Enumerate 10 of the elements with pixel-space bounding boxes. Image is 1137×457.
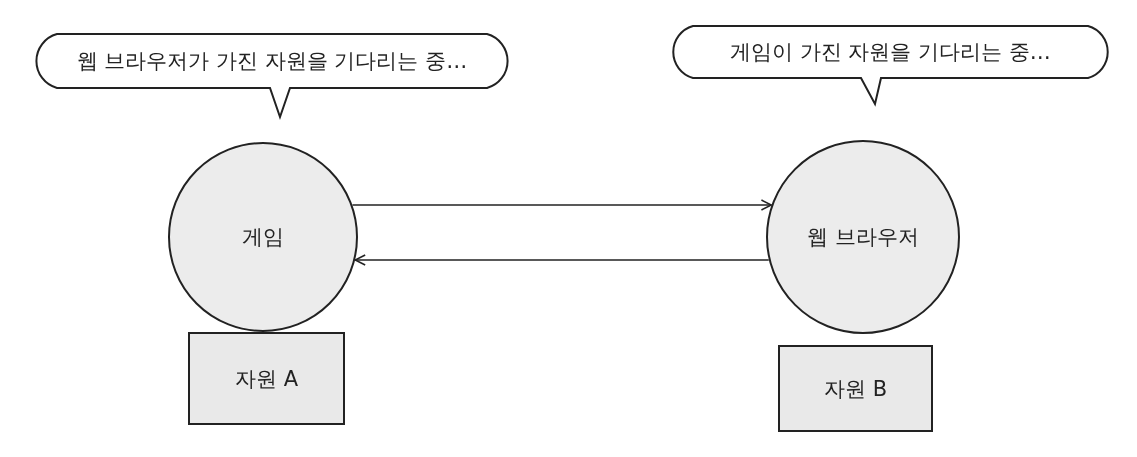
- node-label: 웹 브라우저: [807, 224, 919, 251]
- resource-box: [778, 345, 933, 432]
- arrow: [354, 254, 770, 266]
- resource-box: [188, 332, 345, 425]
- node-label: 게임이 가진 자원을 기다리는 중…: [730, 39, 1051, 66]
- node-label: 웹 브라우저가 가진 자원을 기다리는 중…: [76, 48, 468, 75]
- node-label: 게임: [242, 224, 284, 251]
- node-label: 자원 A: [234, 365, 298, 393]
- arrow: [351, 199, 773, 211]
- node-label: 자원 B: [823, 375, 888, 403]
